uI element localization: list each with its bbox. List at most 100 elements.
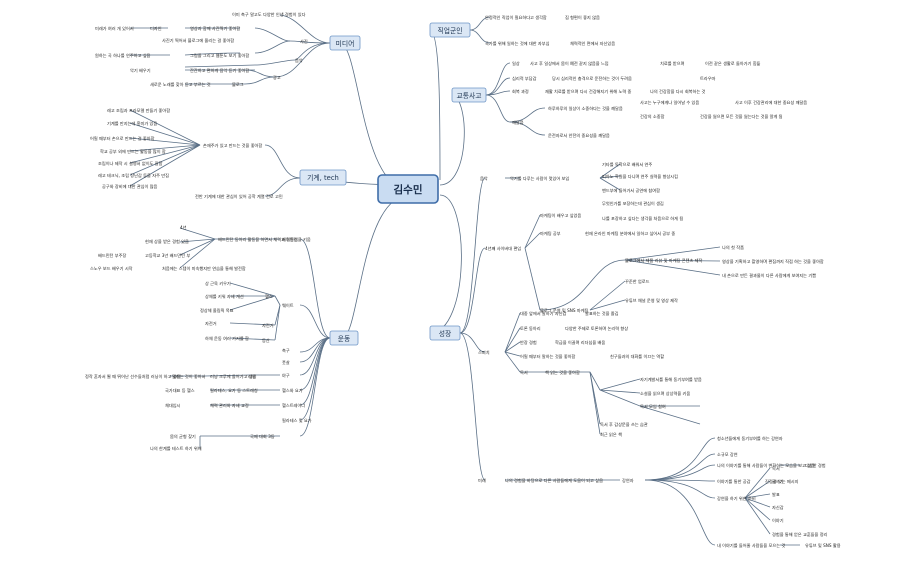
traffic-r2b[interactable]: 트라우마 bbox=[700, 75, 716, 82]
growth-g4[interactable]: 스피치 bbox=[478, 349, 490, 356]
growth-g3b[interactable]: 나의 첫 작품 bbox=[722, 244, 744, 251]
growth-g6k[interactable]: 글쓰기 bbox=[772, 478, 784, 485]
sports-s2a[interactable]: 헬스 bbox=[265, 293, 273, 300]
growth-g6p[interactable]: 내 이야기를 들어줄 사람들을 모으는 것 bbox=[717, 542, 785, 549]
growth-g5b[interactable]: 독서 후 감상문을 쓰는 습관 bbox=[600, 421, 648, 428]
growth-g4a[interactable]: 대중 앞에서 말하기 자신감 bbox=[520, 310, 567, 317]
growth-g2[interactable]: 4년째 사이버대 편입 bbox=[485, 245, 521, 252]
growth-g4c[interactable]: 반장 경험 bbox=[520, 339, 537, 345]
traffic-r1[interactable]: 일상 bbox=[512, 60, 520, 66]
traffic-r4f[interactable]: 운전자로서 안전의 중요성을 깨달음 bbox=[548, 132, 610, 139]
growth-g5a2[interactable]: 소설을 읽으며 상상력을 키움 bbox=[640, 390, 690, 397]
career-c2[interactable]: 국가를 위해 일하는 것에 대한 자부심 bbox=[485, 40, 550, 47]
traffic-r3[interactable]: 회복 과정 bbox=[512, 88, 529, 95]
tech-t1f[interactable]: 레고 테크닉, 조립 장난감 등을 자주 만짐 bbox=[98, 172, 169, 179]
media-b2-2[interactable]: 잔잔하고 편하게 음악 듣기 좋아함 bbox=[190, 67, 249, 74]
tech-t1b[interactable]: 기계를 만지는데 흥미가 있음 bbox=[107, 120, 157, 127]
tech-t2[interactable]: 전반 기계에 대한 관심이 있어 공학 계열 진로 고민 bbox=[195, 193, 283, 200]
sports-s2[interactable]: 웨이트 bbox=[282, 302, 294, 309]
growth-g3d[interactable]: 내 손으로 만든 결과물이 다른 사람에게 보여지는 기쁨 bbox=[722, 272, 816, 279]
traffic-r4e[interactable]: 건강을 잃으면 모든 것을 잃는다는 것을 알게 됨 bbox=[700, 113, 783, 120]
branch-sports[interactable]: 운동 bbox=[329, 330, 359, 346]
sports-s9a[interactable]: 국제 대회 3등 bbox=[250, 433, 275, 440]
growth-g5a[interactable]: 책 읽는 것을 좋아함 bbox=[545, 369, 580, 376]
media-b1-2[interactable]: 디자인 bbox=[150, 25, 162, 32]
growth-g1b[interactable]: 기타를 독학으로 배워서 연주 bbox=[602, 161, 652, 168]
tech-t1c[interactable]: 어릴 때부터 손으로 만드는 걸 좋아함 bbox=[90, 135, 155, 142]
growth-g3[interactable]: 블로그 운영 및 SNS 마케팅 bbox=[540, 307, 589, 314]
media-b3[interactable]: 광고 bbox=[273, 74, 281, 80]
media-b1-4[interactable]: 그림을 그리고 웹툰도 보기 좋아함 bbox=[190, 52, 249, 59]
media-b1-1[interactable]: 미래가 여러 개 있어서 bbox=[95, 25, 134, 32]
sports-s8a[interactable]: 체대입시 bbox=[165, 402, 181, 409]
traffic-r4b[interactable]: 사고는 누구에게나 일어날 수 있음 bbox=[640, 99, 699, 106]
sports-s1b[interactable]: 4년 bbox=[180, 224, 187, 230]
growth-g5a1[interactable]: 자기계발서를 통해 동기부여를 받음 bbox=[640, 376, 702, 383]
sports-s7b[interactable]: 필라테스, 요가 등 스트레칭 bbox=[210, 387, 258, 394]
traffic-r4[interactable]: 깨달음 bbox=[512, 119, 524, 126]
branch-tech[interactable]: 기계, tech bbox=[299, 169, 347, 186]
growth-g4c1[interactable]: 학급을 이끌며 리더십을 배움 bbox=[555, 339, 605, 346]
sports-s2d[interactable]: 정상체 올림픽 목표 bbox=[200, 307, 234, 314]
traffic-r4a[interactable]: 하루하루의 일상이 소중하다는 것을 깨달음 bbox=[548, 105, 623, 112]
growth-g4d1[interactable]: 친구들과의 대화를 이끄는 역할 bbox=[610, 353, 664, 360]
sports-s2c[interactable]: 상체를 키워 자세 개선 bbox=[205, 293, 244, 300]
growth-g2e[interactable]: 현재 온라인 마케팅 분야에서 일하고 싶어서 공부 중 bbox=[585, 230, 675, 237]
growth-g4b[interactable]: 토론 동아리 bbox=[520, 325, 541, 332]
growth-g2a[interactable]: 마케팅이 배우고 싶었음 bbox=[540, 212, 581, 219]
growth-g1c[interactable]: 피아노 학원을 다니며 연주 실력을 향상시킴 bbox=[602, 173, 678, 180]
career-c1a[interactable]: 집 형편이 좋지 않음 bbox=[565, 14, 600, 21]
growth-g1[interactable]: 음악 bbox=[480, 175, 488, 182]
growth-g3a[interactable]: 블로그에서 제품 리뷰 및 마케팅 콘텐츠 제작 bbox=[625, 257, 702, 264]
media-b2-1[interactable]: 원하는 곡 하나를 연주하고 싶음 bbox=[95, 52, 151, 59]
sports-s1c[interactable]: 현재 상을 받은 경험 있음 bbox=[145, 238, 189, 245]
sports-s2b[interactable]: 상 근육 키우기 bbox=[205, 280, 231, 287]
sports-s3[interactable]: 축구 bbox=[282, 347, 290, 354]
sports-s1f[interactable]: 처음에는 스텝이 미숙했지만 연습을 통해 발전함 bbox=[162, 265, 246, 272]
sports-s7a[interactable]: 국가대표 등 헬스 bbox=[165, 387, 195, 394]
tech-t1g[interactable]: 공구와 장비에 대한 관심이 많음 bbox=[102, 183, 158, 190]
growth-g3c[interactable]: 영상을 기획하고 촬영하며 편집까지 직접 하는 것을 좋아함 bbox=[722, 258, 824, 265]
sports-s6a[interactable]: 정작 혼자서 뛸 때 뛰어난 선수들처럼 러닝이 하고 싶음 bbox=[85, 373, 181, 380]
growth-g6b[interactable]: 강연자 bbox=[622, 477, 634, 484]
growth-g6o[interactable]: 경험을 통해 얻은 교훈들을 정리 bbox=[772, 531, 828, 538]
growth-g1d[interactable]: 밴드부에 들어가서 공연에 참여함 bbox=[602, 187, 660, 194]
growth-g2d[interactable]: 마케팅 공부 bbox=[540, 230, 561, 237]
branch-career[interactable]: 직업군인 bbox=[429, 22, 471, 38]
sports-s8[interactable]: 헬스트레이너 bbox=[282, 402, 305, 409]
sports-s6b[interactable]: 달리는 것이 좋아서 bbox=[172, 373, 206, 380]
career-c2a[interactable]: 체력적인 면에서 자신있음 bbox=[570, 40, 615, 47]
traffic-r4c[interactable]: 사고 이후 건강관리에 대한 중요성 깨달음 bbox=[735, 99, 807, 106]
tech-t1a[interactable]: 레고 조립과 프라모델 만들기 좋아함 bbox=[107, 107, 170, 114]
growth-g2c[interactable]: 나를 포장하고 싶다는 생각을 처음으로 하게 됨 bbox=[602, 215, 683, 222]
branch-media[interactable]: 미디어 bbox=[329, 35, 361, 51]
growth-g6i[interactable]: 강연을 하기 위한 준비 bbox=[717, 495, 756, 502]
growth-g6d[interactable]: 소규모 강연 bbox=[717, 451, 738, 458]
growth-g6q[interactable]: 유튜브 및 SNS 활용 bbox=[805, 542, 841, 549]
traffic-r1b[interactable]: 치료를 받으며 bbox=[660, 60, 685, 67]
traffic-r1c[interactable]: 이전 같은 생활로 돌아가기 힘듦 bbox=[705, 60, 761, 67]
media-b2-4[interactable]: 블로그 bbox=[232, 81, 244, 87]
growth-g6l[interactable]: 발표 bbox=[772, 491, 780, 497]
growth-g6n[interactable]: 이야기 bbox=[772, 517, 784, 524]
branch-growth[interactable]: 성장 bbox=[429, 325, 461, 341]
growth-g6g[interactable]: 이야기를 통한 공감 bbox=[717, 478, 751, 485]
sports-s9b[interactable]: 몸의 균형 찾기 bbox=[170, 433, 196, 440]
sports-s2e-label[interactable]: 자전거 bbox=[205, 320, 217, 327]
growth-g6a[interactable]: 나의 경험을 바탕으로 다른 사람들에게 도움이 되고 싶음 bbox=[505, 477, 603, 484]
traffic-r2a[interactable]: 당시 심리적인 충격으로 운전하는 것이 두려움 bbox=[552, 75, 632, 82]
growth-g2b[interactable]: 무엇인가를 포장하는데 관심이 생김 bbox=[602, 200, 664, 207]
growth-g4b1[interactable]: 다양한 주제로 토론하며 논리력 향상 bbox=[565, 325, 628, 332]
traffic-r3a[interactable]: 재활 치료를 받으며 다시 건강해지기 위해 노력 중 bbox=[545, 88, 632, 95]
sports-s2e[interactable]: 자전거 bbox=[262, 322, 274, 329]
growth-g6[interactable]: 미래 bbox=[478, 477, 486, 484]
growth-g1a[interactable]: 악기를 다루는 사람이 멋있어 보임 bbox=[510, 175, 569, 182]
growth-g6e[interactable]: 나의 이야기를 통해 사람들이 변화하는 모습을 보고 싶음 bbox=[717, 462, 815, 469]
growth-g6j[interactable]: 독서 bbox=[772, 465, 780, 472]
media-b2[interactable]: 음악 bbox=[295, 57, 303, 64]
sports-s1a[interactable]: 배드민턴 동아리 활동을 하면서 체력과 협동심을 키움 bbox=[218, 236, 311, 243]
growth-g5a3[interactable]: 독서 모임 참여 bbox=[640, 403, 666, 410]
tech-t1[interactable]: 손재주가 있고 만드는 것을 좋아함 bbox=[203, 142, 262, 149]
media-b1-3[interactable]: 사진기 찍어서 블로그에 올리는 걸 좋아함 bbox=[162, 37, 234, 44]
sports-s4[interactable]: 풋살 bbox=[282, 359, 290, 366]
